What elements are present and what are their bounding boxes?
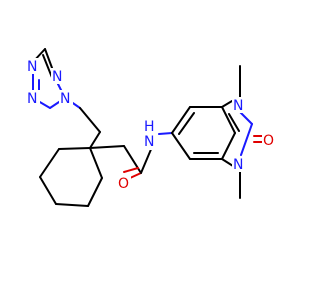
bond <box>39 176 57 205</box>
label-mask <box>117 175 131 191</box>
label-mask <box>26 90 40 106</box>
amide-n-label: N <box>144 134 154 150</box>
bond <box>240 123 253 156</box>
bond <box>221 132 236 160</box>
benzimidazole-n1-label: N <box>233 98 243 114</box>
benzene-ring <box>171 106 240 160</box>
amide-o-label: O <box>118 176 129 192</box>
label-mask <box>232 97 246 113</box>
bond <box>55 203 89 207</box>
bond <box>228 113 240 132</box>
label-mask <box>26 58 40 74</box>
label-mask <box>59 90 73 106</box>
bond <box>39 148 60 178</box>
label-mask <box>232 156 246 172</box>
bond <box>221 106 236 134</box>
benzimidazole-n3-label: N <box>233 157 243 173</box>
tetrazole-n-label: N <box>52 69 62 85</box>
imidazolone-ring <box>221 100 263 167</box>
amide-h-label: H <box>144 119 155 135</box>
label-mask <box>143 120 157 150</box>
bond <box>140 146 153 174</box>
tetrazole-n-label: N <box>60 91 70 107</box>
bond <box>239 111 253 125</box>
bond <box>129 172 142 179</box>
label-mask <box>262 132 276 148</box>
label-mask <box>51 68 65 84</box>
bond <box>89 147 103 179</box>
bond <box>171 106 191 134</box>
bond <box>178 112 195 135</box>
tetrazole-n-label: N <box>27 91 37 107</box>
molecule-structure: N N N N H N O N N O <box>26 48 276 207</box>
carbonyl-o-label: O <box>263 133 274 149</box>
bond <box>221 158 234 167</box>
bond <box>89 145 125 149</box>
bond <box>89 131 101 149</box>
bond <box>171 132 191 160</box>
tetrazole-n-label: N <box>27 59 37 75</box>
bond <box>87 177 103 207</box>
bond <box>58 147 91 150</box>
bond <box>79 107 101 133</box>
bond <box>123 167 139 173</box>
cyclohexane-ring <box>39 131 103 207</box>
bond <box>221 100 233 108</box>
bond <box>158 132 173 135</box>
